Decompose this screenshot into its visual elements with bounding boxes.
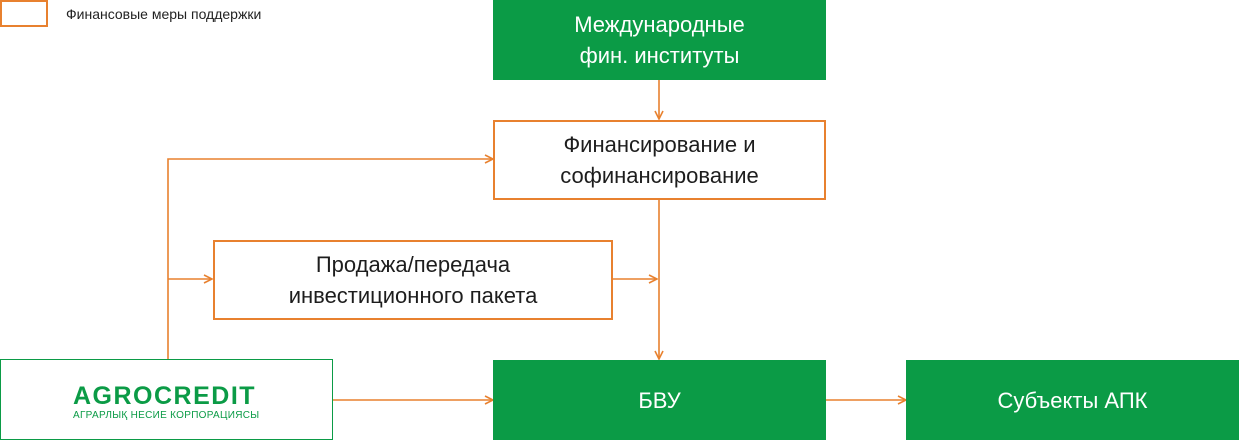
node-intl-institutes: Международные фин. институты — [493, 0, 826, 80]
logo-subtitle: АГРАРЛЫҚ НЕСИЕ КОРПОРАЦИЯСЫ — [73, 410, 260, 421]
legend-swatch — [0, 0, 48, 27]
logo-brand: AGROCREDIT — [73, 382, 257, 410]
agrocredit-logo: AGROCREDIT АГРАРЛЫҚ НЕСИЕ КОРПОРАЦИЯСЫ — [0, 359, 333, 440]
node-financing: Финансирование и софинансирование — [493, 120, 826, 200]
node-bvu: БВУ — [493, 360, 826, 440]
line-logo-up — [167, 159, 493, 359]
legend-label: Финансовые меры поддержки — [66, 6, 262, 22]
node-apk-subjects: Субъекты АПК — [906, 360, 1239, 440]
node-sale-transfer: Продажа/передача инвестиционного пакета — [213, 240, 613, 320]
